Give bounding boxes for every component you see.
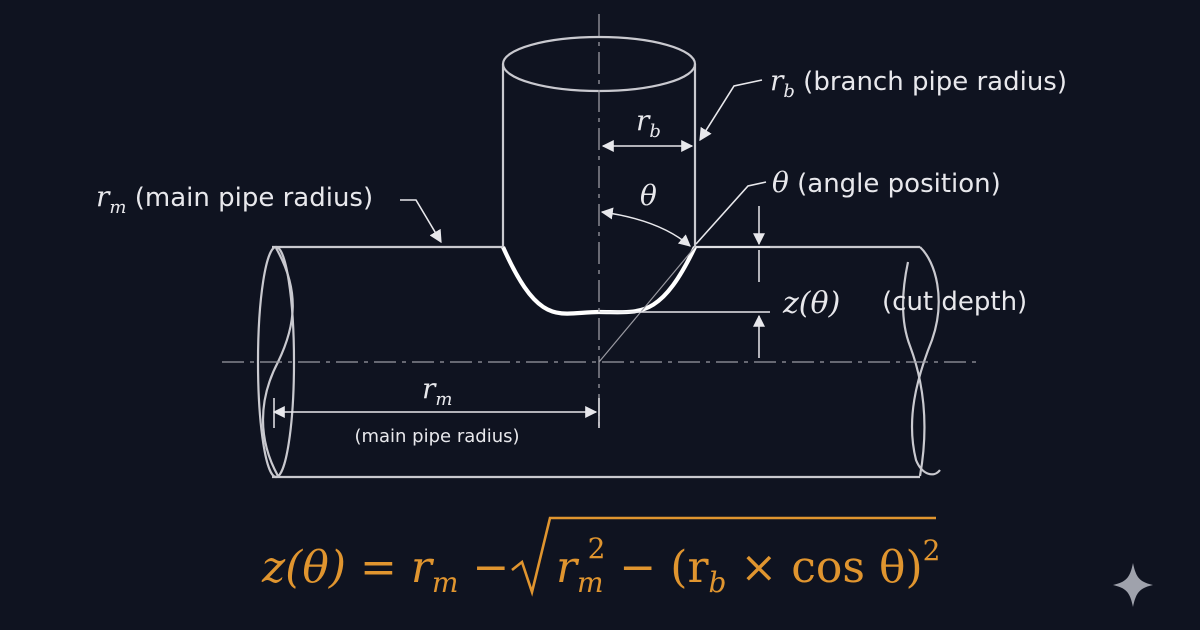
- main-radius-top-label: rm (main pipe radius): [96, 180, 373, 218]
- cut-depth-formula: z(θ) = rm − rm2 − (rb × cos θ)2: [261, 516, 940, 599]
- angle-leader: [695, 181, 767, 245]
- main-pipe-right-break: [910, 246, 941, 476]
- sparkle-icon: [1113, 563, 1153, 607]
- main-pipe-left-end: [256, 245, 296, 479]
- formula-lhs: z(θ) = rm −: [261, 542, 509, 599]
- main-radius-dimension-label: rm: [422, 372, 452, 410]
- branch-radius-label: rb (branch pipe radius): [770, 64, 1067, 102]
- angle-radial-line: [598, 246, 696, 363]
- angle-position-label: θ (angle position): [772, 166, 1001, 199]
- angle-arc-label: θ: [640, 179, 657, 212]
- main-radius-dimension: [272, 398, 600, 428]
- intersection-cut-curve: [501, 246, 697, 316]
- cut-depth-label: (cut depth): [882, 287, 1027, 317]
- formula-radicand: rm2 − (rb × cos θ)2: [556, 532, 940, 599]
- cut-depth-dimension: [600, 206, 770, 358]
- branch-leader: [699, 79, 763, 142]
- formula-radical: [511, 516, 936, 597]
- main-pipe-right-break-2: [901, 261, 926, 477]
- cut-depth-symbol: z(θ): [782, 286, 840, 321]
- main-radius-leader: [400, 199, 442, 244]
- angle-arc: [600, 207, 691, 247]
- main-radius-caption: (main pipe radius): [354, 426, 519, 447]
- branch-dimension-label: rb: [636, 104, 661, 142]
- center-lines: [222, 14, 978, 430]
